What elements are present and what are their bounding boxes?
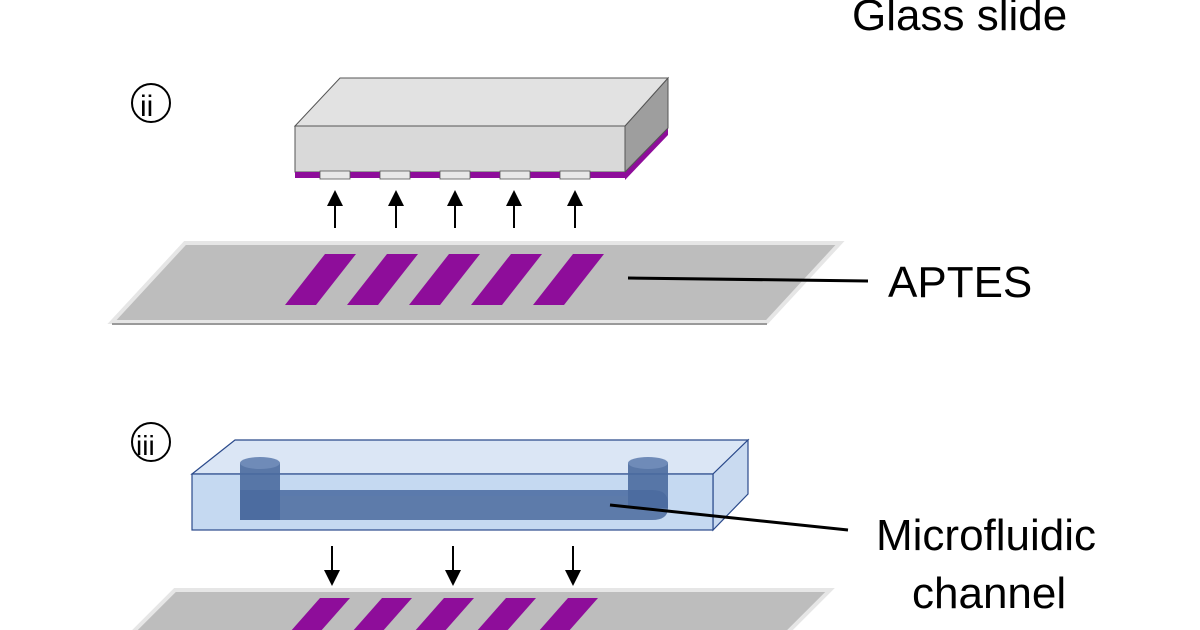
channel-pointer-line — [609, 503, 849, 532]
svg-text:iii: iii — [136, 430, 155, 461]
stamp-features — [319, 170, 591, 180]
aptes-stripes — [285, 254, 604, 305]
aptes-label: APTES — [888, 258, 1032, 307]
inlet-well — [240, 463, 280, 520]
microfluidic-label-line1: Microfluidic — [876, 511, 1096, 560]
aptes-pointer-line — [627, 276, 869, 283]
microfluidic-label-line2: channel — [912, 569, 1066, 618]
stamp-top-face — [293, 77, 670, 127]
glass-slide-top — [107, 241, 845, 325]
transfer-arrows-up — [327, 190, 583, 228]
aptes-stripe — [471, 254, 542, 305]
glass-slide-label: Glass slide — [852, 0, 1067, 40]
aptes-stripe — [347, 254, 418, 305]
step-iii-marker: iii — [131, 422, 171, 462]
step-ii-marker: ii — [131, 83, 171, 123]
aptes-stripe — [415, 598, 474, 630]
aptes-stripe — [533, 254, 604, 305]
glass-slide-bottom — [132, 588, 835, 630]
channel-body — [240, 490, 668, 520]
outlet-well — [628, 463, 668, 508]
aptes-stripe — [539, 598, 598, 630]
aptes-stripe — [409, 254, 480, 305]
pdms-stamp — [293, 76, 670, 180]
svg-text:ii: ii — [140, 90, 153, 123]
aptes-stripes — [291, 598, 598, 630]
aptes-stripe — [285, 254, 356, 305]
transfer-arrows-down — [324, 546, 581, 586]
aptes-stripe — [477, 598, 536, 630]
stamp-front-face — [294, 125, 626, 173]
stamp-side-coating — [625, 128, 668, 180]
microfluidic-chip — [190, 438, 750, 532]
slide-surface — [132, 588, 835, 630]
aptes-stripe — [291, 598, 350, 630]
aptes-stripe — [353, 598, 412, 630]
